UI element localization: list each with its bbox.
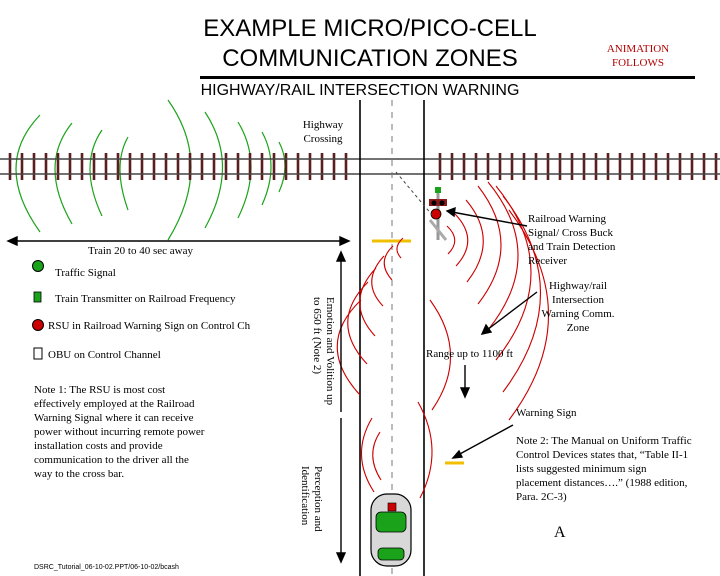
train-arc-right-1 — [167, 99, 192, 241]
train-arc-right-2 — [204, 111, 224, 229]
train-transmitter-icon — [33, 291, 42, 303]
train-arc-right-4 — [261, 131, 272, 206]
train-range-arcs — [15, 99, 286, 241]
train-arc-left-1 — [15, 114, 41, 233]
car-windshield — [375, 511, 407, 533]
legend-traffic-signal: Traffic Signal — [55, 267, 116, 279]
legend-obu: OBU on Control Channel — [48, 349, 161, 361]
subtitle: HIGHWAY/RAIL INTERSECTION WARNING — [200, 82, 520, 99]
note-2: Note 2: The Manual on Uniform Traffic Co… — [516, 435, 692, 503]
title-rule — [200, 76, 695, 79]
footer-file-info: DSRC_Tutorial_06-10-02.PPT/06-10-02/bcas… — [34, 564, 179, 571]
note-1: Note 1: The RSU is most cost effectively… — [34, 384, 205, 480]
range-label: Range up to 1100 ft — [426, 348, 513, 360]
train-range-label: Train 20 to 40 sec away — [88, 245, 193, 257]
crossbuck-icon — [429, 199, 447, 206]
crossing-leader — [395, 171, 433, 216]
vehicle — [370, 493, 412, 567]
rsu-legend-icon — [32, 319, 44, 331]
obu-on-car-icon — [387, 502, 397, 512]
rail-ties — [8, 153, 718, 180]
highway-crossing-label: Highway Crossing — [302, 119, 344, 145]
train-arc-left-3 — [89, 129, 103, 217]
warning-sign-label: Warning Sign — [516, 407, 577, 419]
title-line-2: COMMUNICATION ZONES — [222, 45, 518, 72]
annotation-arrows — [6, 206, 538, 564]
vehicle-letter: A — [554, 524, 566, 541]
train-arc-left-4 — [119, 136, 129, 211]
emotion-volition-label: Emotion and Volition up to 650 ft (Note … — [311, 297, 336, 406]
traffic-signal-icon — [32, 260, 44, 272]
rsu-icon — [430, 208, 442, 220]
obu-icon — [33, 347, 43, 360]
train-arc-left-2 — [54, 122, 73, 225]
arrow-left-head — [6, 235, 18, 247]
title-line-1: EXAMPLE MICRO/PICO-CELL — [203, 15, 537, 42]
legend-train-transmitter: Train Transmitter on Railroad Frequency — [55, 293, 236, 305]
train-arc-right-5 — [278, 141, 286, 193]
railroad-warning-signal — [428, 187, 448, 241]
legend-rsu: RSU in Railroad Warning Sign on Control … — [48, 320, 251, 332]
train-detection-receiver-icon — [435, 187, 441, 193]
perception-label: Perception and Identification — [299, 466, 324, 532]
page-title: EXAMPLE MICRO/PICO-CELL COMMUNICATION ZO… — [150, 14, 590, 74]
arrow-right-head — [339, 235, 351, 247]
railroad-warning-label: Railroad Warning Signal/ Cross Buck and … — [528, 213, 616, 267]
rsu-comm-arcs — [336, 181, 550, 499]
car-rear-window — [377, 547, 405, 561]
animation-note: ANIMATION FOLLOWS — [606, 43, 670, 69]
intersection-zone-label: Highway/rail Intersection Warning Comm. … — [541, 280, 615, 334]
